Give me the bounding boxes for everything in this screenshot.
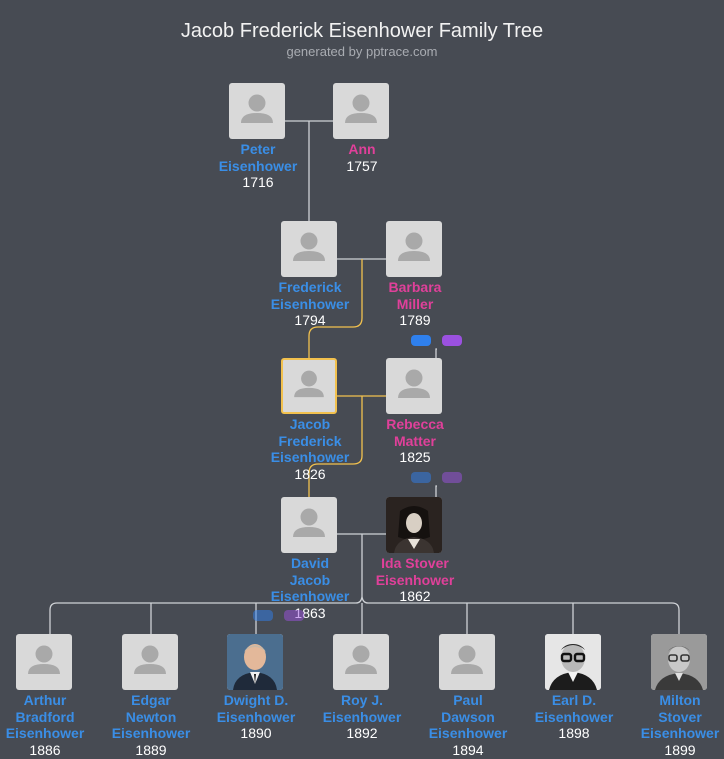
- person-silhouette-icon[interactable]: [386, 221, 442, 277]
- person-year: 1892: [346, 725, 378, 741]
- page-title: Jacob Frederick Eisenhower Family Tree: [180, 20, 544, 42]
- person-silhouette-icon[interactable]: [281, 358, 337, 414]
- person-silhouette-icon[interactable]: [16, 634, 72, 690]
- person-year: 1899: [664, 741, 696, 758]
- person-year: 1890: [240, 725, 272, 741]
- expand-mother-pill[interactable]: [442, 335, 462, 346]
- person-silhouette-icon[interactable]: [333, 634, 389, 690]
- person-silhouette-icon[interactable]: [229, 83, 285, 139]
- person-year: 1898: [558, 725, 590, 741]
- person-year: 1789: [399, 312, 431, 328]
- expand-mother-pill[interactable]: [284, 610, 304, 621]
- descent-stub: [435, 348, 437, 358]
- person-year: 1825: [399, 449, 431, 465]
- sibling-bracket: [49, 596, 680, 634]
- expand-father-pill[interactable]: [411, 335, 431, 346]
- person-silhouette-icon[interactable]: [122, 634, 178, 690]
- expand-father-pill[interactable]: [253, 610, 273, 621]
- person-year: 1889: [135, 741, 167, 758]
- person-photo[interactable]: [651, 634, 707, 690]
- descent-line: [308, 259, 363, 358]
- person-year: 1826: [294, 465, 326, 482]
- page-subtitle: generated by pptrace.com: [286, 44, 438, 59]
- person-silhouette-icon[interactable]: [386, 358, 442, 414]
- person-year: 1794: [294, 312, 326, 328]
- person-year: 1862: [399, 588, 431, 604]
- descent-stub: [435, 485, 437, 497]
- person-silhouette-icon[interactable]: [281, 221, 337, 277]
- expand-father-pill[interactable]: [411, 472, 431, 483]
- person-photo[interactable]: [545, 634, 601, 690]
- person-silhouette-icon[interactable]: [439, 634, 495, 690]
- person-photo[interactable]: [386, 497, 442, 553]
- expand-mother-pill[interactable]: [442, 472, 462, 483]
- descent-line: [308, 396, 363, 497]
- person-silhouette-icon[interactable]: [281, 497, 337, 553]
- person-year: 1894: [452, 741, 484, 758]
- person-year: 1757: [346, 157, 378, 174]
- person-year: 1716: [242, 174, 274, 190]
- person-silhouette-icon[interactable]: [333, 83, 389, 139]
- person-photo[interactable]: [227, 634, 283, 690]
- person-year: 1886: [29, 741, 61, 758]
